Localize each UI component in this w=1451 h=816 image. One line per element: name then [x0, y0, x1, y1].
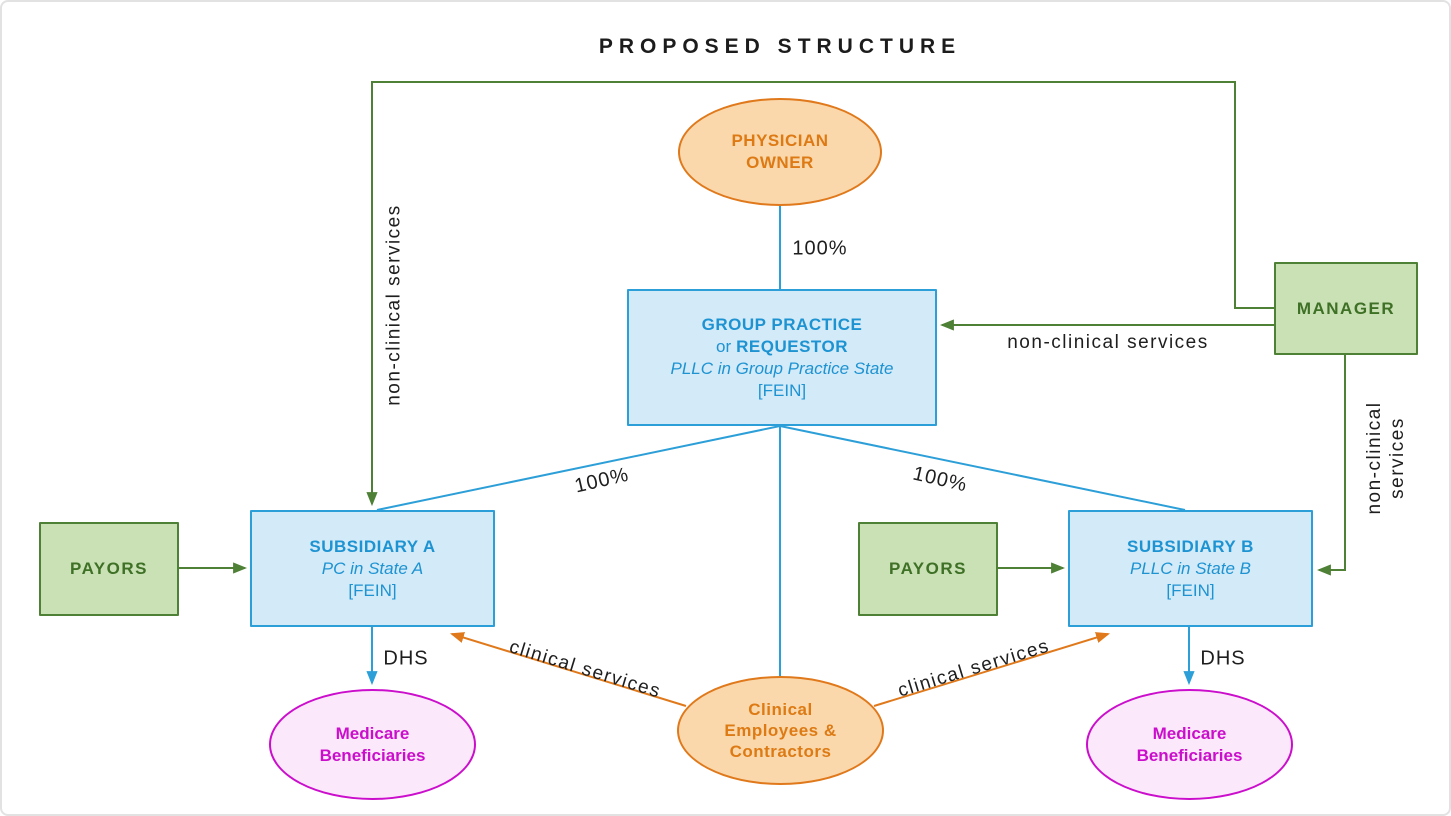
label-dhs-right: DHS [1200, 647, 1246, 670]
edge-group-practice-to-subsidiary-b [779, 425, 1186, 511]
edge-group-practice-to-subsidiary-a [376, 425, 781, 511]
node-payors-right: PAYORS [858, 522, 998, 616]
group-practice-name: GROUP PRACTICE [701, 314, 863, 334]
medicare-left-line2: Beneficiaries [319, 745, 426, 765]
node-payors-left: PAYORS [39, 522, 179, 616]
label-nonclinical-services-right-line2: services [1387, 417, 1408, 499]
manager-label: MANAGER [1296, 298, 1396, 318]
node-subsidiary-b: SUBSIDIARY B PLLC in State B [FEIN] [1068, 510, 1313, 627]
group-practice-requestor: REQUESTOR [736, 336, 848, 356]
physician-owner-label-line2: OWNER [746, 153, 814, 172]
physician-owner-label-line1: PHYSICIAN [731, 131, 829, 150]
edge-manager-nonclinical-to-subsidiary-a [366, 81, 1274, 507]
node-physician-owner: PHYSICIAN OWNER [678, 98, 882, 206]
subsidiary-a-name: SUBSIDIARY A [309, 536, 436, 556]
medicare-left-line1: Medicare [335, 723, 410, 743]
label-dhs-left: DHS [383, 647, 429, 670]
group-practice-entity-type: PLLC in Group Practice State [670, 358, 894, 378]
medicare-right-line2: Beneficiaries [1136, 745, 1243, 765]
medicare-right-line1: Medicare [1152, 723, 1227, 743]
node-medicare-beneficiaries-right: Medicare Beneficiaries [1086, 689, 1293, 800]
clinical-employees-line3: Contractors [729, 742, 832, 761]
subsidiary-a-fein: [FEIN] [348, 580, 397, 600]
clinical-employees-line1: Clinical [748, 700, 813, 719]
edge-clinical-employees-to-subsidiary-a [449, 632, 687, 707]
node-subsidiary-a: SUBSIDIARY A PC in State A [FEIN] [250, 510, 495, 627]
page-title: PROPOSED STRUCTURE [598, 35, 962, 58]
label-nonclinical-services-right: non-clinical services [1363, 401, 1409, 514]
payors-left-label: PAYORS [70, 559, 148, 578]
node-medicare-beneficiaries-left: Medicare Beneficiaries [269, 689, 476, 800]
label-nonclinical-services-right-line1: non-clinical [1364, 401, 1385, 515]
clinical-employees-line2: Employees & [724, 721, 837, 740]
edge-clinical-employees-to-subsidiary-b [873, 632, 1111, 707]
edge-manager-nonclinical-to-subsidiary-b [1316, 354, 1346, 576]
payors-right-label: PAYORS [889, 559, 967, 578]
node-clinical-employees: Clinical Employees & Contractors [677, 676, 884, 785]
subsidiary-a-entity-type: PC in State A [321, 558, 424, 578]
label-nonclinical-services-mid: non-clinical services [1007, 332, 1209, 353]
subsidiary-b-entity-type: PLLC in State B [1130, 558, 1251, 578]
label-nonclinical-services-left: non-clinical services [383, 204, 405, 406]
subsidiary-b-name: SUBSIDIARY B [1127, 536, 1254, 556]
node-manager: MANAGER [1274, 262, 1418, 355]
label-ownership-100pct-top: 100% [792, 237, 848, 260]
group-practice-fein: [FEIN] [757, 380, 807, 400]
group-practice-or: or [716, 336, 732, 356]
subsidiary-b-fein: [FEIN] [1166, 580, 1215, 600]
